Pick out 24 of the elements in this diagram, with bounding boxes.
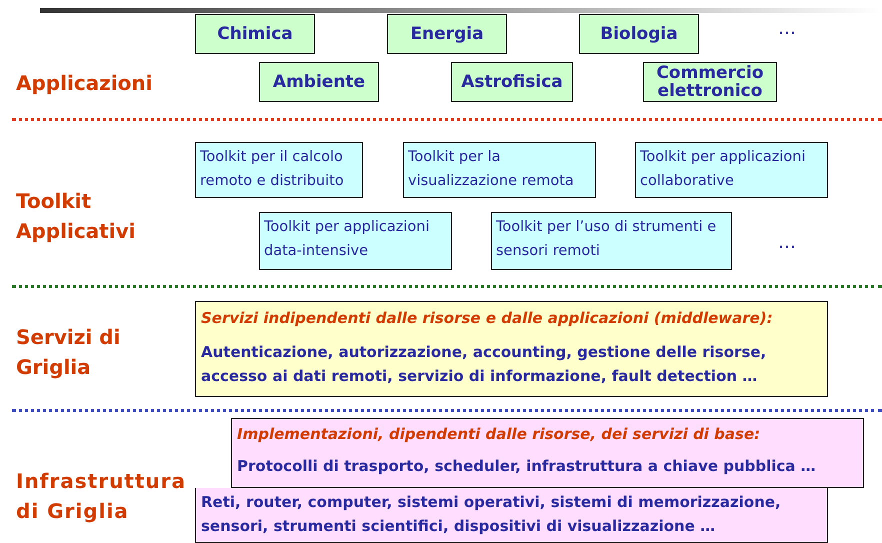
layer-label: Infrastruttura di Griglia bbox=[16, 468, 188, 525]
layer-label: Servizi di Griglia bbox=[16, 324, 122, 381]
application-box: Astrofisica bbox=[451, 62, 573, 102]
toolkit-box: Toolkit per applicazioni collaborative bbox=[635, 142, 828, 198]
application-box: Biologia bbox=[579, 14, 699, 54]
ellipsis-text: … bbox=[778, 232, 796, 253]
toolkit-box: Toolkit per l’uso di strumenti e sensori remoti bbox=[491, 212, 732, 270]
toolkit-box: Toolkit per il calcolo remoto e distribuito bbox=[195, 142, 363, 198]
application-box: Ambiente bbox=[259, 62, 379, 102]
box-text: Autenticazione, autorizzazione, accounting, gestione delle risorse, accesso ai dati remoti, servizio di informazione, fault detection … bbox=[201, 342, 768, 387]
layer-label: Applicazioni bbox=[16, 70, 154, 97]
toolkit-box: Toolkit per applicazioni data-intensive bbox=[259, 212, 452, 270]
layer-box bbox=[231, 418, 864, 488]
box-heading: Servizi indipendenti dalle risorse e dalle applicazioni (middleware): bbox=[201, 308, 774, 329]
ellipsis-text: … bbox=[778, 18, 796, 39]
layer-box: Reti, router, computer, sistemi operativi, sistemi di memorizzazione, sensori, strumenti scientifici, dispositivi di visualizzazione … bbox=[195, 488, 828, 543]
application-box: Energia bbox=[387, 14, 507, 54]
toolkit-box: Toolkit per la visualizzazione remota bbox=[403, 142, 596, 198]
application-box: Chimica bbox=[195, 14, 315, 54]
layer-box bbox=[195, 301, 828, 397]
box-heading: Implementazioni, dipendenti dalle risorse, dei servizi di base: bbox=[237, 424, 762, 445]
box-text: Protocolli di trasporto, scheduler, infrastruttura a chiave pubblica … bbox=[237, 456, 817, 477]
application-box: Commercio elettronico bbox=[643, 62, 777, 102]
layer-label: Toolkit Applicativi bbox=[16, 188, 136, 245]
